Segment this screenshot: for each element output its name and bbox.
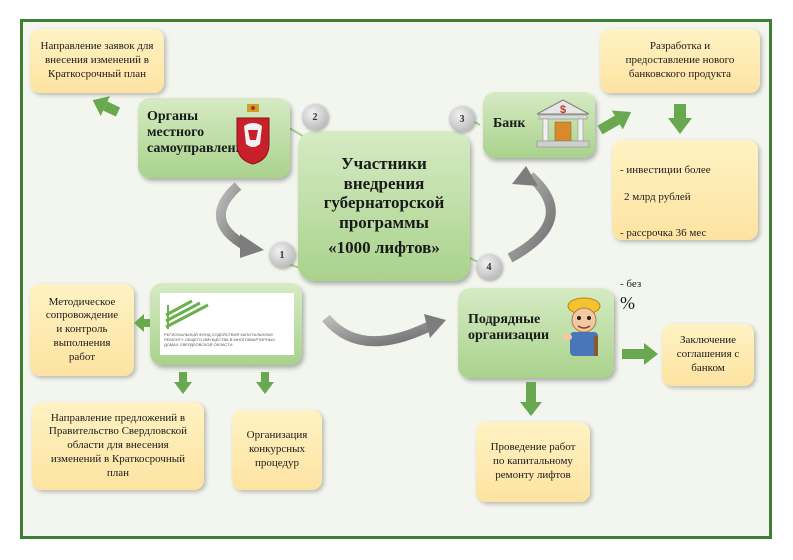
fund-box: РЕГИОНАЛЬНЫЙ ФОНД СОДЕЙСТВИЯ КАПИТАЛЬНОМ…: [150, 283, 302, 365]
bank-terms-no-label: - без: [620, 278, 642, 290]
arrow-to-agreement: [622, 343, 658, 365]
curve-arrow-right-head: [512, 166, 538, 186]
center-line-3: губернаторской: [323, 193, 445, 213]
percent-symbol: %: [620, 292, 635, 313]
badge-4: 4: [476, 254, 502, 280]
bank-box: Банк $: [483, 92, 595, 158]
center-line-2: внедрения: [343, 173, 425, 193]
applications-box: Направление заявок для внесения изменени…: [30, 29, 164, 93]
fund-logo-text: РЕГИОНАЛЬНЫЙ ФОНД СОДЕЙСТВИЯ КАПИТАЛЬНОМ…: [164, 332, 276, 347]
center-line-4: программы: [339, 212, 429, 232]
arrow-to-applications: [92, 96, 121, 117]
bank-terms-line-2: 2 млрд рублей: [624, 191, 691, 204]
badge-2: 2: [302, 104, 328, 130]
tenders-box: Организация конкурсных процедур: [232, 410, 322, 490]
proposals-box: Направление предложений в Правительство …: [32, 402, 204, 490]
repair-works-box: Проведение работ по капитальному ремонту…: [476, 422, 590, 502]
fund-logo-icon: [165, 299, 209, 329]
contractors-title: Подрядные организации: [468, 312, 550, 344]
bank-product-box: Разработка и предоставление нового банко…: [600, 29, 760, 93]
curve-arrow-bottom: [322, 314, 433, 347]
local-government-title: Органы местного самоуправления: [147, 109, 252, 157]
curve-arrow-right: [507, 172, 556, 263]
methodical-box: Методическое сопровождение и контроль вы…: [30, 284, 134, 376]
bank-building-icon: $: [536, 99, 590, 148]
fund-logo-panel: РЕГИОНАЛЬНЫЙ ФОНД СОДЕЙСТВИЯ КАПИТАЛЬНОМ…: [160, 293, 294, 355]
worker-icon: [562, 297, 601, 356]
local-government-box: Органы местного самоуправления: [138, 98, 290, 178]
curve-arrow-left-head: [240, 234, 264, 258]
bank-terms-box: - инвестиции более 2 млрд рублей - расср…: [612, 140, 758, 313]
badge-1: 1: [269, 242, 295, 268]
contractors-box: Подрядные организации: [458, 288, 614, 378]
bank-terms-line-4: - без %: [620, 264, 750, 314]
arrow-to-methodical: [134, 314, 150, 332]
arrow-to-bank-terms: [668, 104, 692, 134]
center-program-box: Участники внедрения губернаторской прогр…: [298, 131, 470, 281]
arrow-to-tenders: [256, 372, 274, 394]
badge-3: 3: [449, 106, 475, 132]
coat-of-arms-icon: [236, 104, 270, 165]
bank-terms-line-1: - инвестиции более: [620, 163, 711, 176]
svg-text:$: $: [560, 104, 566, 116]
arrow-to-bank-product: [597, 110, 632, 135]
curve-arrow-left: [216, 182, 249, 251]
curve-arrow-bottom-head: [424, 314, 446, 338]
arrow-to-repair-works: [520, 382, 542, 416]
bank-title: Банк: [493, 116, 526, 131]
center-line-1: Участники: [341, 154, 427, 174]
agreement-box: Заключение соглашения с банком: [662, 324, 754, 386]
bank-terms-line-3: - рассрочка 36 мес: [620, 226, 707, 239]
arrow-to-proposals: [174, 372, 192, 394]
center-line-5: «1000 лифтов»: [328, 238, 440, 258]
